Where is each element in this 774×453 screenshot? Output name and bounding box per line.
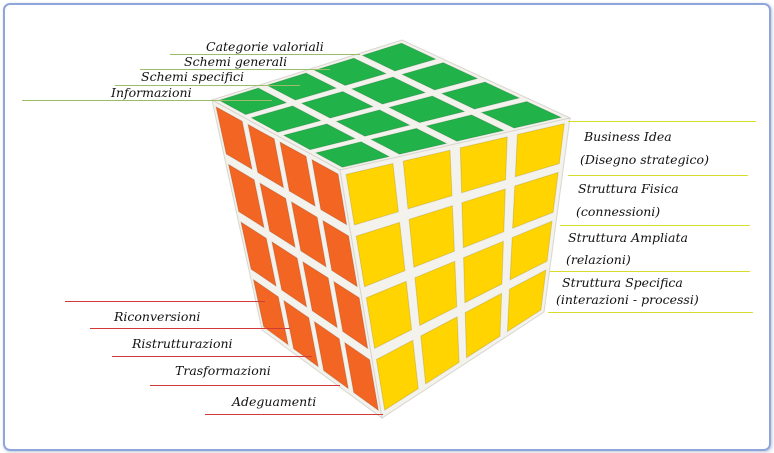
front-face-sticker xyxy=(355,221,406,288)
label-riconversioni: Riconversioni xyxy=(114,309,201,324)
right-line-4 xyxy=(550,271,750,272)
label-struttura-specifica: Struttura Specifica xyxy=(562,275,683,290)
left-face-sticker xyxy=(240,220,277,288)
front-face-sticker xyxy=(408,205,455,268)
label-interazioni-processi: (interazioni - processi) xyxy=(556,292,699,307)
front-face-sticker xyxy=(506,269,547,333)
left-face-sticker xyxy=(271,240,308,309)
left-line-3 xyxy=(112,356,312,357)
front-face-sticker xyxy=(420,315,460,385)
label-adeguamenti: Adeguamenti xyxy=(232,394,317,409)
left-face-sticker xyxy=(279,141,316,208)
top-face-sticker xyxy=(440,81,521,110)
front-face-sticker xyxy=(514,122,565,178)
label-categorie-valoriali: Categorie valoriali xyxy=(206,39,324,54)
right-line-5 xyxy=(548,312,753,313)
front-face-sticker xyxy=(464,292,503,359)
left-face-sticker xyxy=(333,280,369,350)
top-face-sticker xyxy=(369,127,448,155)
left-face-sticker xyxy=(313,320,350,390)
left-face-sticker xyxy=(259,182,296,249)
left-face-sticker xyxy=(290,200,327,269)
top-face-sticker xyxy=(282,123,357,151)
right-line-2 xyxy=(568,175,748,176)
label-informazioni: Informazioni xyxy=(111,85,192,100)
label-trasformazioni: Trasformazioni xyxy=(175,363,271,378)
left-line-1 xyxy=(65,301,265,302)
label-struttura-fisica: Struttura Fisica xyxy=(578,181,679,196)
left-face-sticker xyxy=(302,260,339,329)
label-business-idea: Business Idea xyxy=(584,129,672,144)
front-face-sticker xyxy=(463,240,504,304)
front-face-sticker xyxy=(365,280,413,350)
left-face-sticker xyxy=(322,219,358,288)
top-face-sticker xyxy=(400,62,479,91)
front-face-sticker xyxy=(402,149,453,210)
top-line-3 xyxy=(115,85,300,86)
top-line-4 xyxy=(22,100,272,101)
top-line-1 xyxy=(170,54,360,55)
left-line-2 xyxy=(90,328,290,329)
label-relazioni: (relazioni) xyxy=(566,252,631,267)
left-face-sticker xyxy=(343,341,380,412)
top-face-sticker xyxy=(335,109,412,137)
left-face-sticker xyxy=(283,299,320,368)
label-schemi-generali: Schemi generali xyxy=(184,54,288,69)
label-disegno-strategico: (Disegno strategico) xyxy=(580,152,709,167)
top-line-2 xyxy=(140,69,330,70)
top-face-sticker xyxy=(250,105,323,133)
left-face-sticker xyxy=(311,158,348,226)
front-face-sticker xyxy=(461,188,506,249)
left-face-sticker xyxy=(227,163,265,229)
front-face-sticker xyxy=(375,339,419,411)
left-face-sticker xyxy=(247,123,285,189)
top-face-sticker xyxy=(350,76,427,105)
top-face-sticker xyxy=(480,100,563,129)
top-face-sticker xyxy=(387,95,466,124)
left-line-4 xyxy=(150,385,340,386)
right-line-3 xyxy=(560,225,750,226)
front-face-sticker xyxy=(414,260,458,327)
right-line-1 xyxy=(568,121,756,122)
top-face-sticker xyxy=(361,42,438,72)
label-struttura-ampliata: Struttura Ampliata xyxy=(568,230,688,245)
left-line-5 xyxy=(205,414,383,415)
label-schemi-specifici: Schemi specifici xyxy=(141,69,244,84)
front-face-sticker xyxy=(509,220,553,281)
front-face-sticker xyxy=(512,171,559,230)
top-face-sticker xyxy=(265,72,338,101)
top-face-sticker xyxy=(217,87,288,116)
label-connessioni: (connessioni) xyxy=(576,204,661,219)
top-face-sticker xyxy=(300,90,375,119)
top-face-sticker xyxy=(313,57,388,87)
front-face-sticker xyxy=(345,162,399,226)
front-face-sticker xyxy=(459,136,508,194)
top-face-sticker xyxy=(314,141,391,168)
label-ristrutturazioni: Ristrutturazioni xyxy=(132,336,233,351)
top-face-sticker xyxy=(424,114,506,142)
left-face-sticker xyxy=(215,105,253,171)
